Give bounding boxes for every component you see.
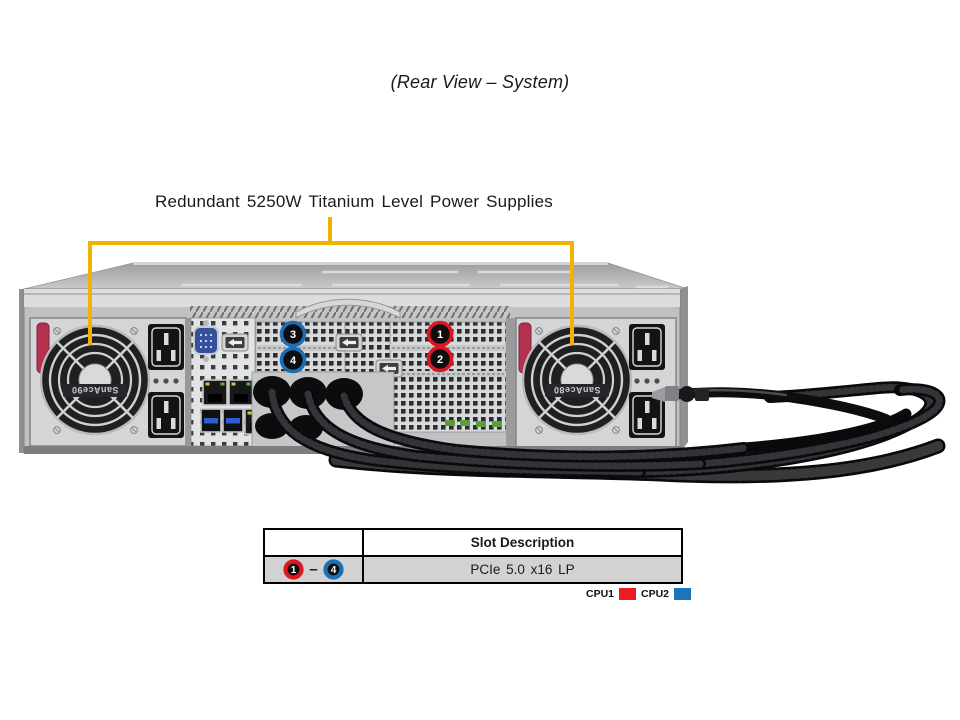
cpu-legend: CPU1 CPU2 — [586, 588, 692, 600]
power-supply-right: SanAce80 — [515, 317, 677, 449]
chassis-top-plate — [23, 262, 689, 290]
range-dash: – — [309, 561, 318, 578]
page-title: (Rear View – System) — [390, 72, 570, 92]
divider-left — [186, 318, 191, 446]
legend-cpu1-label: CPU1 — [586, 588, 615, 600]
slot-marker-1: 1 — [426, 320, 454, 348]
slot-description-table: Slot Description 1 – 4 PCIe 5.0 x16 LP — [263, 528, 683, 584]
legend-cpu1-swatch — [619, 588, 637, 600]
top-plate-vent-slots — [182, 270, 668, 289]
vga-port — [193, 320, 219, 362]
slot-clip-2 — [335, 333, 363, 352]
legend-cpu2-label: CPU2 — [641, 588, 670, 600]
legend-cpu2-swatch — [674, 588, 692, 600]
chassis-left-edge — [19, 289, 25, 453]
psu-left-fan-label: SanAce90 — [71, 385, 118, 395]
psu-right-fan-label: SanAce80 — [553, 385, 600, 395]
psu-right-fan: SanAce80 — [521, 324, 633, 436]
svg-text:4: 4 — [330, 565, 336, 576]
table-marker-4: 4 — [323, 559, 344, 580]
psu-left-status-leds — [153, 378, 179, 384]
slot-marker-2: 2 — [426, 345, 454, 373]
psu-right-status-leds — [634, 378, 660, 384]
table-header-markers — [263, 528, 364, 557]
svg-text:1: 1 — [291, 565, 297, 576]
usb-port-2 — [222, 408, 244, 433]
usb-port-1 — [200, 408, 222, 433]
lan-port-2 — [228, 379, 254, 406]
svg-text:4: 4 — [290, 355, 297, 367]
lan-port-1 — [202, 379, 228, 406]
cable-connector — [652, 386, 709, 402]
slot-bay-handle — [295, 298, 401, 319]
psu-right-ac-inlet-top — [628, 323, 666, 371]
cooling-cables — [266, 381, 946, 484]
chassis-right-side — [680, 286, 688, 453]
psu-callout-label: Redundant 5250W Titanium Level Power Sup… — [155, 192, 553, 211]
psu-left-ac-inlet-bottom — [147, 391, 185, 439]
table-header-row: Slot Description — [263, 528, 683, 557]
slot-clip-1 — [221, 333, 249, 352]
table-header-slot-description: Slot Description — [362, 528, 683, 557]
power-supply-left: SanAce90 — [29, 317, 187, 447]
vent-hatch-strip — [190, 306, 510, 318]
marker-range: 1 – 4 — [265, 557, 362, 582]
psu-left-ac-inlet-top — [147, 323, 185, 371]
slot-marker-4: 4 — [279, 346, 307, 374]
divider-right — [506, 318, 516, 446]
chassis-bottom-rail — [24, 446, 680, 454]
slot-marker-3: 3 — [279, 320, 307, 348]
table-data-row: 1 – 4 PCIe 5.0 x16 LP — [263, 555, 683, 584]
table-marker-1: 1 — [283, 559, 304, 580]
psu-callout-lines — [88, 217, 574, 345]
svg-text:1: 1 — [437, 329, 443, 341]
svg-text:2: 2 — [437, 354, 443, 366]
slot-description-value: PCIe 5.0 x16 LP — [362, 555, 683, 584]
psu-left-fan: SanAce90 — [39, 324, 151, 436]
svg-text:3: 3 — [290, 329, 296, 341]
pcb-leds — [445, 420, 502, 427]
